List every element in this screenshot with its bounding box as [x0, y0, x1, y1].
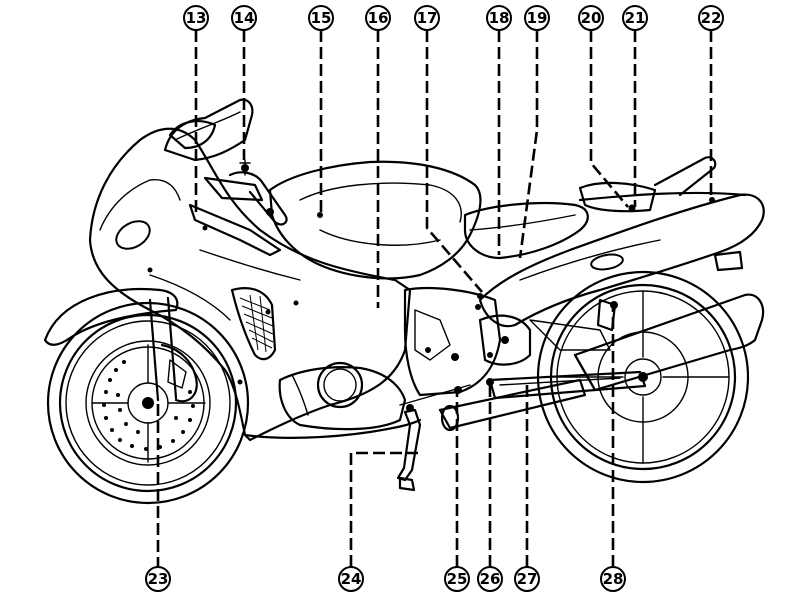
rear-shock-bracket: [596, 298, 618, 332]
callout-13-circle: [183, 5, 209, 31]
callout-22-label: 22: [701, 9, 722, 27]
callout-14-circle: [231, 5, 257, 31]
callout-22: 22: [698, 5, 724, 31]
callout-17-circle: [414, 5, 440, 31]
side-stand: [396, 408, 422, 492]
front-wheel: [46, 301, 250, 505]
lower-fairing: [243, 361, 422, 439]
callout-20: 20: [578, 5, 604, 31]
callout-28-label: 28: [603, 570, 624, 588]
callout-26: 26: [477, 566, 503, 592]
front-brake-disc-holes: [102, 360, 195, 451]
callout-23-label: 23: [148, 570, 169, 588]
engine-frame: [403, 286, 532, 397]
callout-22-circle: [698, 5, 724, 31]
callout-17-label: 17: [417, 9, 438, 27]
footpeg-brackets: [399, 378, 494, 412]
swing-arm: [488, 319, 647, 400]
callout-19-label: 19: [527, 9, 548, 27]
side-air-intake: [230, 287, 277, 361]
exhaust-muffler: [438, 293, 765, 432]
callout-18-circle: [486, 5, 512, 31]
callout-26-label: 26: [480, 570, 501, 588]
callout-13-label: 13: [186, 9, 207, 27]
rear-wheel: [536, 270, 750, 484]
callout-16-circle: [365, 5, 391, 31]
callout-23-circle: [145, 566, 171, 592]
callout-15: 15: [308, 5, 334, 31]
front-fairing: [88, 127, 412, 442]
tail-section: [478, 191, 765, 328]
leader-lines: [156, 30, 713, 567]
callout-20-label: 20: [581, 9, 602, 27]
callout-15-label: 15: [311, 9, 332, 27]
callout-26-circle: [477, 566, 503, 592]
callout-25-label: 25: [447, 570, 468, 588]
callout-25-circle: [444, 566, 470, 592]
rider-seat: [463, 201, 589, 260]
callout-18-label: 18: [489, 9, 510, 27]
callout-25: 25: [444, 566, 470, 592]
callout-16: 16: [365, 5, 391, 31]
callout-24-circle: [338, 566, 364, 592]
callout-14: 14: [231, 5, 257, 31]
callout-27-circle: [514, 566, 540, 592]
callout-28-circle: [600, 566, 626, 592]
callout-13: 13: [183, 5, 209, 31]
passenger-seat-cowl: [578, 156, 717, 213]
callout-27: 27: [514, 566, 540, 592]
callout-21: 21: [622, 5, 648, 31]
callout-20-circle: [578, 5, 604, 31]
callout-24-label: 24: [341, 570, 362, 588]
callout-23: 23: [145, 566, 171, 592]
callout-18: 18: [486, 5, 512, 31]
callout-19: 19: [524, 5, 550, 31]
callout-16-label: 16: [368, 9, 389, 27]
windscreen: [163, 98, 254, 162]
callout-19-circle: [524, 5, 550, 31]
callout-24: 24: [338, 566, 364, 592]
callout-27-label: 27: [517, 570, 538, 588]
callout-15-circle: [308, 5, 334, 31]
callout-17: 17: [414, 5, 440, 31]
fuel-tank: [268, 160, 483, 299]
front-fork: [148, 296, 198, 403]
front-fender: [43, 288, 179, 346]
callout-14-label: 14: [234, 9, 255, 27]
callout-21-circle: [622, 5, 648, 31]
callout-21-label: 21: [625, 9, 646, 27]
callout-28: 28: [600, 566, 626, 592]
